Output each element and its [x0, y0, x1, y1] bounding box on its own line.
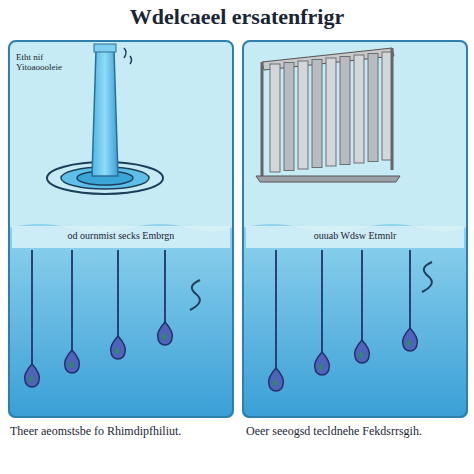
tower-cap — [94, 44, 116, 52]
droplet-line — [409, 250, 411, 332]
radiator-fins — [270, 52, 392, 172]
panel-text: Etht nif Yitoaoooleie — [16, 52, 82, 73]
droplet — [111, 336, 126, 359]
droplet-shine — [273, 380, 277, 386]
panel-ground — [8, 40, 234, 418]
caption-note: Theer aeomstsbe fo Rhimdipfhiliut. — [10, 424, 220, 438]
radiator-fin — [312, 60, 322, 168]
radiator-fin — [354, 55, 364, 163]
diagram-title: Wdelcaeel ersatenfrigr — [0, 4, 474, 30]
droplet-shine — [407, 340, 411, 346]
panel-box: Etht nif Yitoaoooleie od ournmist secks E… — [8, 40, 234, 418]
droplet — [269, 368, 284, 391]
droplet-shine — [319, 364, 323, 370]
droplet-line — [31, 250, 33, 368]
droplet-line — [71, 250, 73, 354]
radiator-fin — [270, 64, 280, 172]
caption-note: Oeer seeogsd tecldnehe Fekdsrrsgih. — [246, 424, 462, 438]
water — [8, 224, 234, 418]
radiator-base — [256, 176, 400, 182]
text-band — [12, 226, 230, 248]
panel-text: ouuab Wdsw Etmnlr — [248, 230, 462, 242]
droplet-shine — [29, 376, 33, 382]
spray — [124, 48, 132, 64]
droplet-shine — [115, 348, 119, 354]
radiator-fin — [326, 58, 336, 166]
droplet-shine — [69, 362, 73, 368]
droplet-line — [164, 250, 166, 326]
droplet — [355, 340, 370, 363]
panel-box: ouuab Wdsw Etmnlr — [242, 40, 468, 418]
radiator-frame — [262, 48, 392, 176]
water — [242, 224, 468, 418]
droplet — [158, 322, 173, 345]
radiator-fin — [298, 61, 308, 169]
droplet — [315, 352, 330, 375]
panel-text: od ournmist secks Embrgn — [14, 230, 228, 242]
wave-mark — [190, 280, 200, 310]
droplet-line — [321, 250, 323, 356]
droplet-line — [275, 250, 277, 372]
droplets — [25, 250, 418, 391]
radiator-fin — [368, 54, 378, 162]
radiator-fin — [284, 63, 294, 171]
droplet-shine — [359, 352, 363, 358]
text-band — [246, 226, 464, 248]
panel-ground — [242, 40, 468, 418]
droplet — [403, 328, 418, 351]
fountain-tower — [92, 50, 118, 176]
droplet-shine — [162, 334, 166, 340]
droplet — [65, 350, 80, 373]
droplet-line — [117, 250, 119, 340]
radiator-fin — [340, 57, 350, 165]
droplet-line — [361, 250, 363, 344]
wave-mark — [422, 262, 432, 292]
droplet — [25, 364, 40, 387]
